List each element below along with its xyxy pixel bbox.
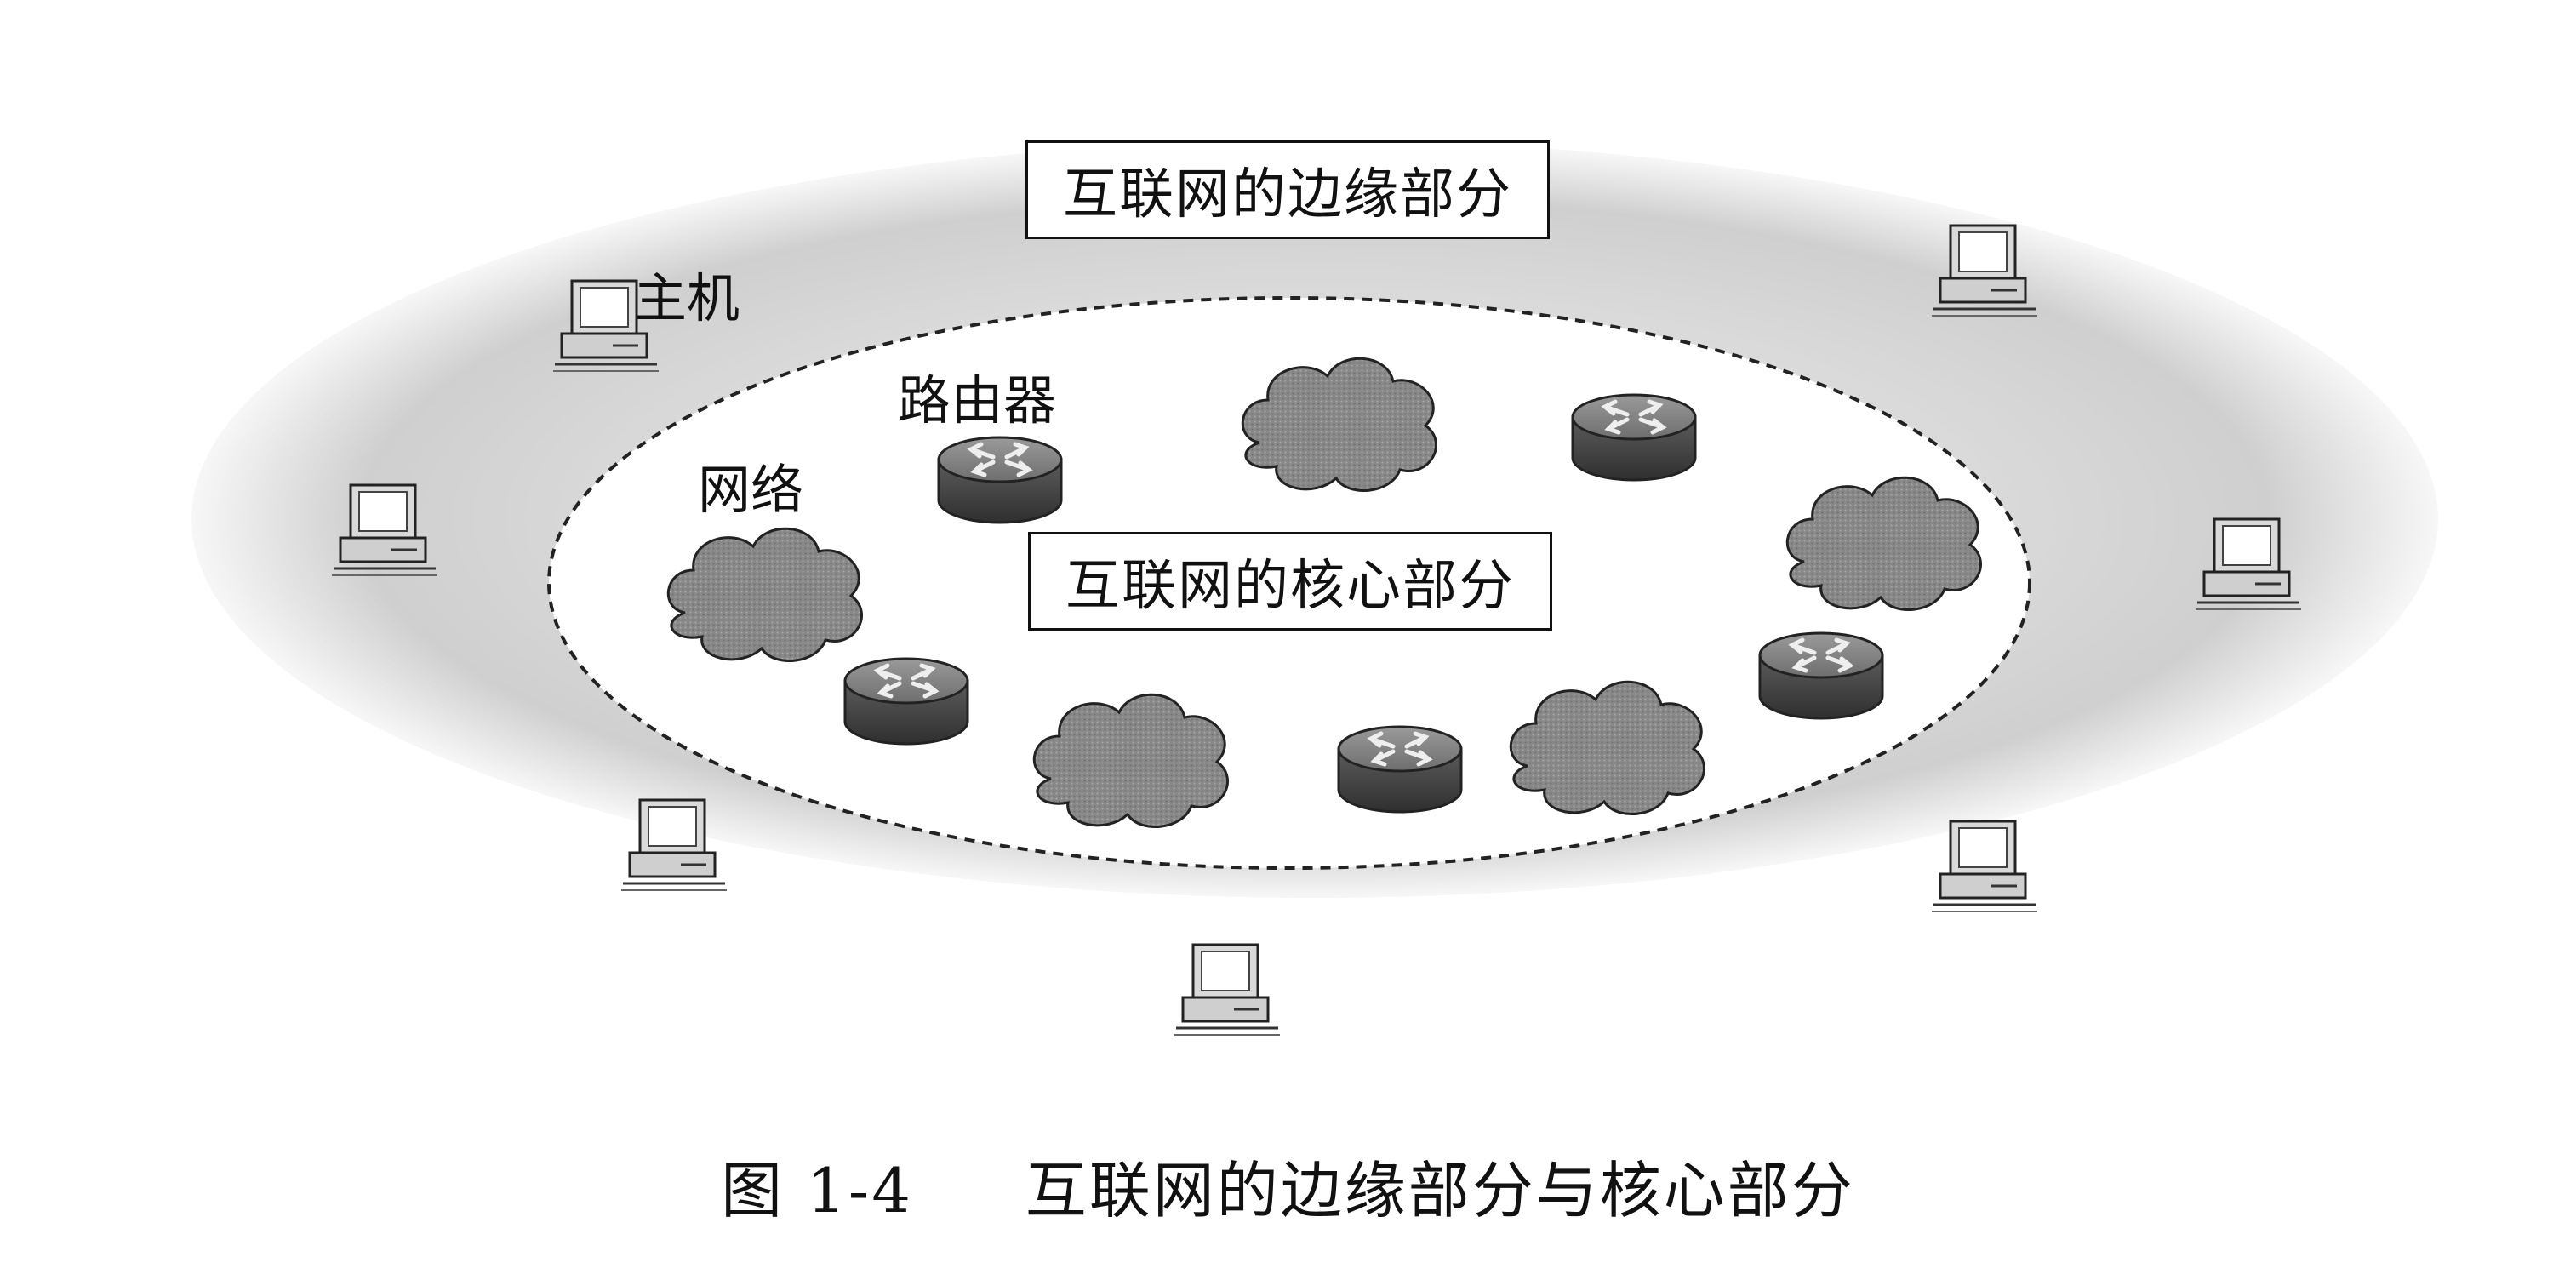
host-computer-icon [1173,943,1282,1037]
router-icon [845,659,968,744]
caption-text: 互联网的边缘部分与核心部分 [1025,1155,1855,1226]
host-computer-icon [1930,820,2039,913]
host-label: 主机 [634,267,740,329]
figure-caption: 图 1-4 互联网的边缘部分与核心部分 [0,1140,2576,1230]
core-title: 互联网的核心部分 [1065,555,1515,618]
edge-title-box: 互联网的边缘部分 [1025,140,1550,239]
router-label: 路由器 [898,369,1057,431]
router-icon [939,437,1061,523]
router-icon [1339,727,1461,812]
caption-number: 图 1-4 [721,1155,914,1226]
network-label: 网络 [698,459,804,521]
router-icon [1760,633,1882,718]
router-icon [1573,395,1695,480]
core-title-box: 互联网的核心部分 [1028,532,1552,631]
edge-title: 互联网的边缘部分 [1063,163,1512,226]
